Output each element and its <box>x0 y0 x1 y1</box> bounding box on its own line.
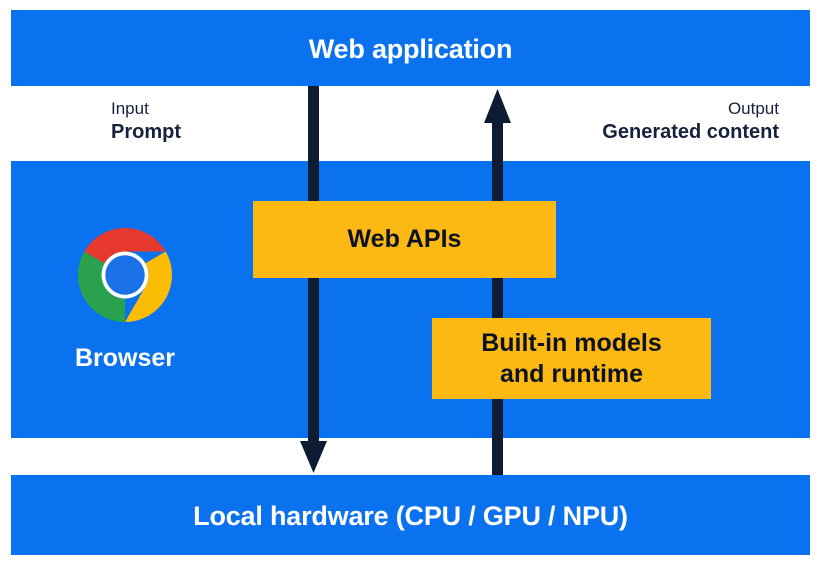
chrome-logo <box>78 228 172 322</box>
local-hardware-bar: Local hardware (CPU / GPU / NPU) <box>11 475 810 555</box>
web-apis-label: Web APIs <box>347 225 462 254</box>
browser-label: Browser <box>74 344 176 372</box>
web-application-bar: Web application <box>11 10 810 86</box>
output-arrow-up <box>484 89 511 475</box>
input-flow-label: Input Prompt <box>111 99 181 144</box>
output-kind: Output <box>727 99 779 118</box>
input-value: Prompt <box>111 120 181 143</box>
built-in-models-line1: Built-in models <box>481 329 662 357</box>
web-application-label: Web application <box>308 34 513 64</box>
input-kind: Input <box>111 99 149 118</box>
web-apis-box[interactable]: Web APIs <box>253 201 556 278</box>
built-in-models-box[interactable]: Built-in models and runtime <box>432 318 711 399</box>
input-arrow-down <box>300 86 327 473</box>
output-flow-label: Output Generated content <box>602 99 779 144</box>
local-hardware-label: Local hardware (CPU / GPU / NPU) <box>193 501 628 531</box>
built-in-models-line2: and runtime <box>499 359 644 388</box>
built-in-models-label: Built-in models and runtime <box>481 328 662 389</box>
output-value: Generated content <box>602 120 779 143</box>
